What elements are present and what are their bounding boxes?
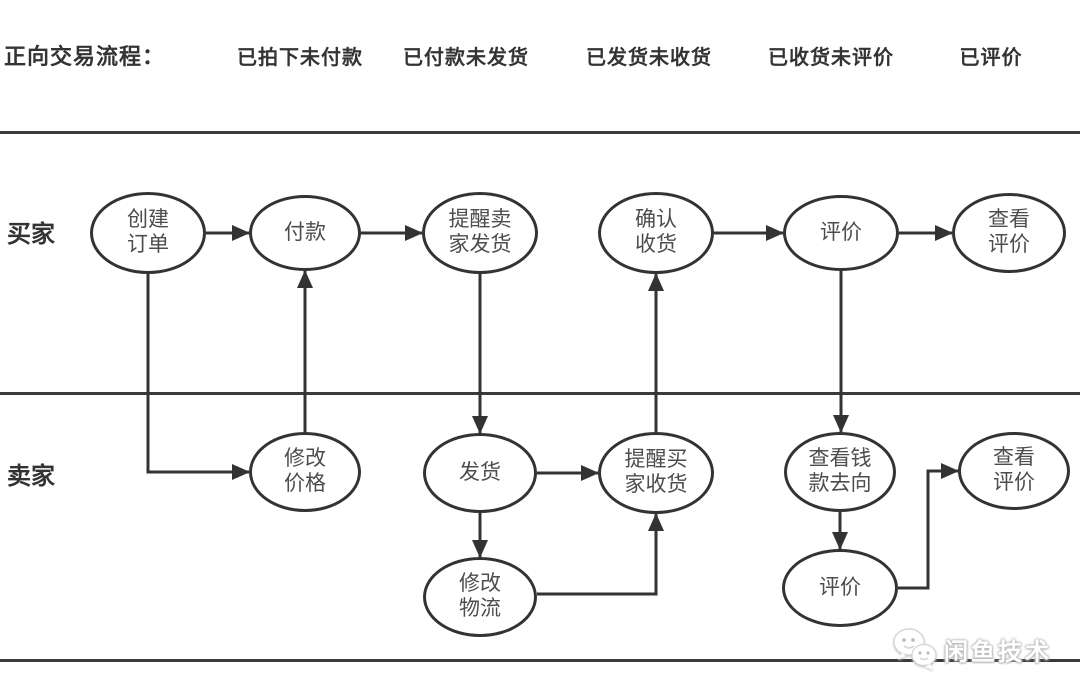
node-label: 发货	[459, 460, 501, 484]
bottom-border	[0, 659, 1080, 662]
lane-divider	[0, 392, 1080, 395]
edge-create-order__modify-price	[146, 274, 250, 480]
watermark: 闲鱼技术	[891, 626, 1052, 672]
node-label: 创建 订单	[127, 208, 169, 256]
node-label: 评价	[819, 575, 861, 599]
status-label: 已付款未发货	[403, 47, 529, 69]
node-modify-logistics: 修改 物流	[423, 557, 537, 637]
status-label: 已发货未收货	[586, 47, 712, 69]
status-label: 已收货未评价	[768, 47, 894, 69]
edge-rate-seller__view-rating-seller	[898, 463, 959, 590]
node-label: 修改 价格	[284, 447, 326, 495]
node-pay: 付款	[249, 195, 361, 271]
status-label: 已拍下未付款	[237, 47, 363, 69]
buyer-lane-label: 买家	[7, 221, 55, 248]
node-label: 查看 评价	[988, 208, 1030, 256]
node-view-money-flow: 查看钱 款去向	[784, 432, 896, 512]
watermark-text: 闲鱼技术	[944, 638, 1052, 666]
node-label: 确认 收货	[635, 208, 677, 256]
seller-lane-label: 卖家	[7, 463, 55, 490]
edge-modify-logistics__remind-buyer-receive	[537, 513, 664, 596]
node-label: 评价	[820, 220, 862, 244]
node-confirm-receipt: 确认 收货	[598, 192, 714, 274]
node-label: 修改 物流	[459, 572, 501, 620]
node-ship: 发货	[423, 433, 537, 513]
node-label: 付款	[284, 220, 326, 244]
node-remind-seller-ship: 提醒卖 家发货	[422, 192, 538, 274]
node-rate-buyer: 评价	[783, 195, 899, 271]
node-label: 提醒卖 家发货	[448, 208, 512, 256]
header-divider	[0, 131, 1080, 134]
node-modify-price: 修改 价格	[249, 432, 361, 512]
node-label: 查看钱 款去向	[808, 447, 872, 495]
node-view-rating-buyer: 查看 评价	[952, 193, 1066, 273]
node-rate-seller: 评价	[782, 549, 898, 627]
status-label: 已评价	[959, 47, 1023, 69]
node-remind-buyer-receive: 提醒买 家收货	[598, 432, 714, 514]
node-view-rating-seller: 查看 评价	[958, 432, 1070, 510]
node-label: 提醒买 家收货	[624, 448, 688, 496]
wechat-logo-icon	[893, 628, 937, 670]
page-title: 正向交易流程：	[4, 44, 166, 69]
node-label: 查看 评价	[993, 446, 1035, 494]
node-create-order: 创建 订单	[90, 192, 206, 274]
